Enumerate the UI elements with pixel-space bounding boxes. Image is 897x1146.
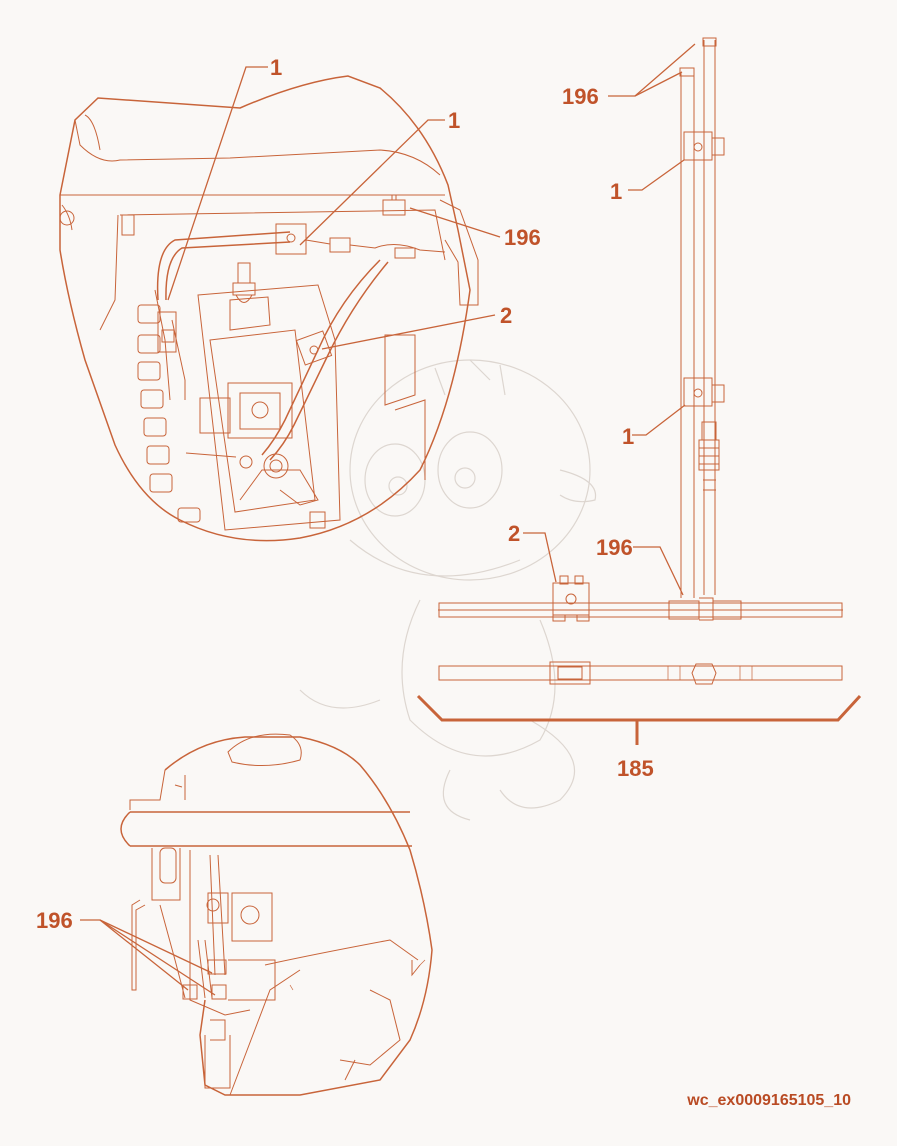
label-2-right: 2: [508, 521, 520, 546]
label-196-right-top: 196: [562, 84, 599, 109]
watermark-mascot: [299, 359, 597, 821]
detail-view-lower-left: [80, 733, 433, 1096]
label-2-left: 2: [500, 303, 512, 328]
label-1-right-upper: 1: [610, 179, 622, 204]
reference-code: wc_ex0009165105_10: [686, 1092, 851, 1109]
label-1-left-second: 1: [448, 108, 460, 133]
label-196-bottom-left: 196: [36, 908, 73, 933]
label-1-left: 1: [270, 55, 282, 80]
label-196-right-bottom: 196: [596, 535, 633, 560]
label-196-left: 196: [504, 225, 541, 250]
slot-stack: [137, 304, 201, 523]
detail-view-right: [416, 37, 862, 745]
detail-view-upper-left: [59, 66, 501, 542]
label-1-right-lower: 1: [622, 424, 634, 449]
label-185: 185: [617, 756, 654, 781]
